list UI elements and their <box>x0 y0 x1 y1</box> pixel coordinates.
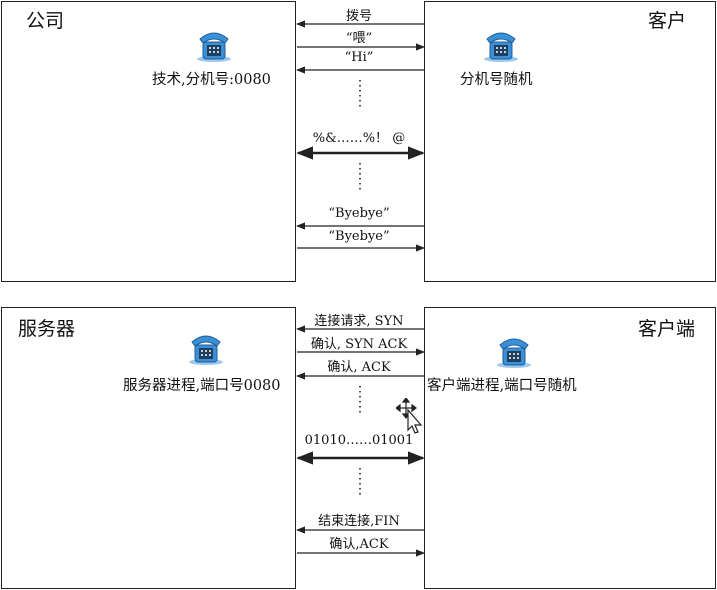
message-hi: “Hi” <box>344 50 374 65</box>
message-syn-ack: 确认, SYN ACK <box>310 337 408 352</box>
message-ack: 确认, ACK <box>327 360 391 375</box>
client-title: 客户端 <box>638 318 696 340</box>
client-box <box>424 307 716 589</box>
server-box <box>1 307 296 589</box>
customer-extension-label: 分机号随机 <box>460 72 533 88</box>
message-fin: 结束连接,FIN <box>318 514 400 529</box>
move-cursor-icon <box>396 398 423 434</box>
company-extension-label: 技术,分机号:0080 <box>152 72 271 88</box>
server-title: 服务器 <box>18 318 76 340</box>
client-process-label: 客户端进程,端口号随机 <box>427 378 577 394</box>
message-hello: “喂” <box>345 31 373 46</box>
telephone-icon <box>484 32 518 62</box>
message-byebye-2: “Byebye” <box>328 229 390 244</box>
message-final-ack: 确认,ACK <box>329 537 389 552</box>
message-garbled: %&……%！ @ <box>312 131 406 146</box>
customer-box <box>424 1 716 282</box>
telephone-icon <box>189 335 223 365</box>
company-title: 公司 <box>26 10 65 32</box>
telephone-icon <box>197 32 231 62</box>
customer-title: 客户 <box>648 10 687 32</box>
message-byebye-1: “Byebye” <box>328 206 390 221</box>
server-process-label: 服务器进程,端口号0080 <box>123 378 281 394</box>
message-dial: 拨号 <box>345 9 372 24</box>
telephone-icon <box>497 338 531 368</box>
message-syn: 连接请求, SYN <box>314 314 404 329</box>
company-box <box>1 1 296 282</box>
message-data: 01010……01001 <box>304 433 414 448</box>
